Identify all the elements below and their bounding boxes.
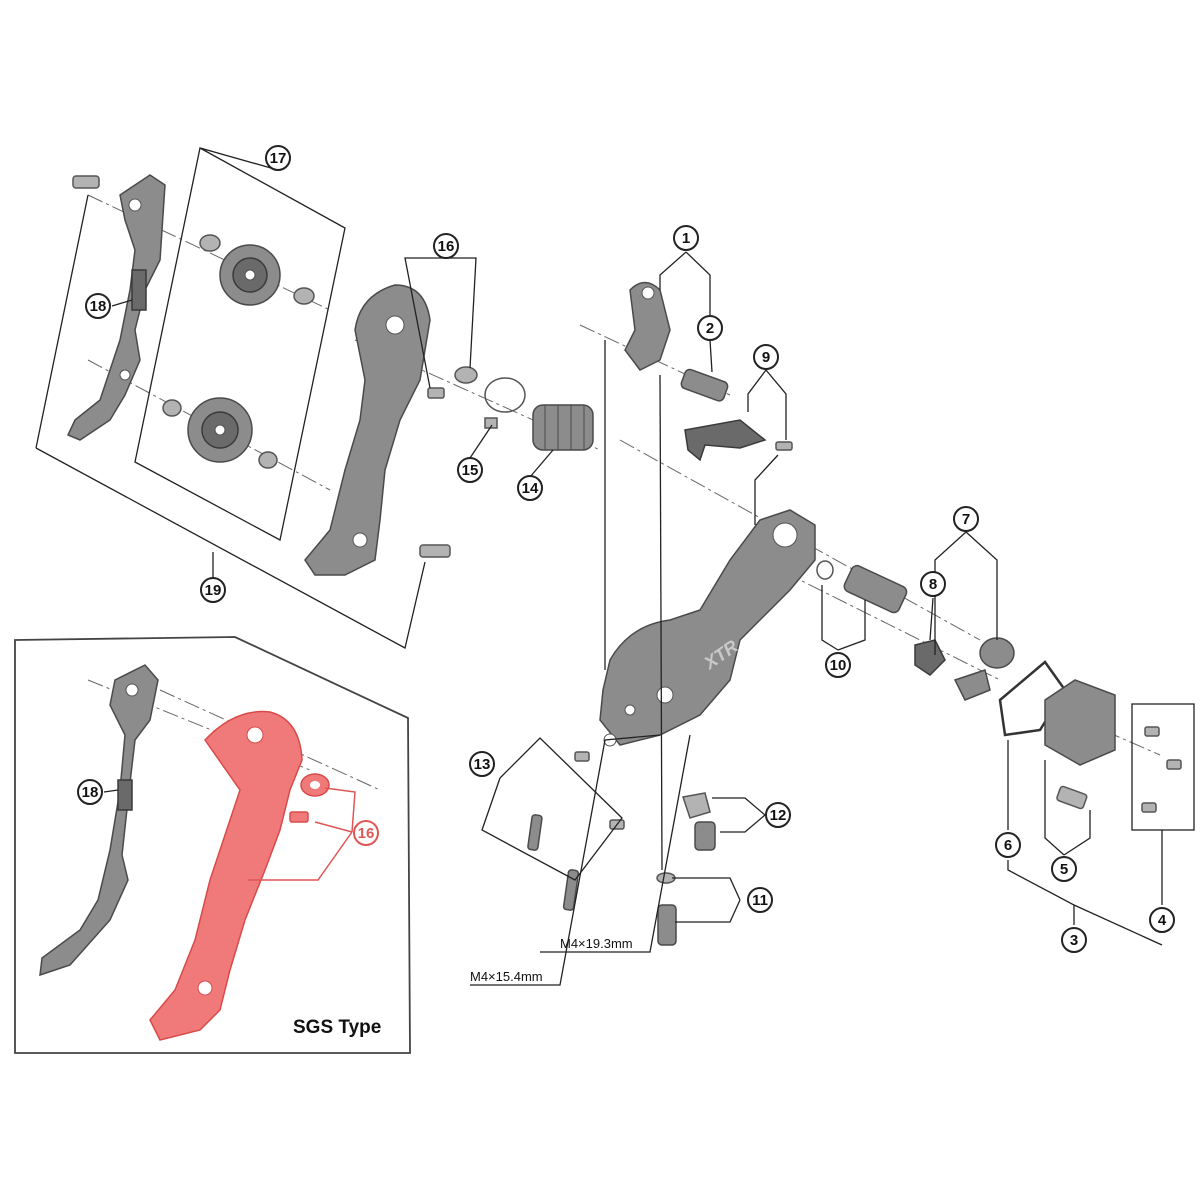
callout-13: 13 [469, 751, 495, 777]
callout-9: 9 [753, 344, 779, 370]
inset-inner-plate [39, 664, 159, 977]
o-ring-small [816, 560, 834, 580]
callout-17-label: 17 [270, 150, 287, 167]
callout-inset-16-label: 16 [358, 825, 375, 842]
callout-16: 16 [433, 233, 459, 259]
inset-leaders [103, 787, 356, 881]
cage-spring-stopper [454, 366, 526, 429]
callout-7-label: 7 [962, 511, 970, 528]
bolt-dimension-short: M4×15.4mm [470, 969, 543, 984]
bolt-dimension-long: M4×19.3mm [560, 936, 633, 951]
callout-16-label: 16 [438, 238, 455, 255]
cover-screws [1141, 726, 1182, 813]
callout-12: 12 [765, 802, 791, 828]
sgs-outer-plate [149, 710, 330, 1041]
callout-6: 6 [995, 832, 1021, 858]
callout-18: 18 [85, 293, 111, 319]
sgs-type-label: SGS Type [293, 1017, 381, 1038]
derailleur-main-body: XTR [599, 509, 816, 747]
callout-14-label: 14 [522, 480, 539, 497]
callout-19-label: 19 [205, 582, 222, 599]
callout-18-label: 18 [90, 298, 107, 315]
leader-lines [35, 147, 1195, 986]
clutch-mechanism [914, 637, 1015, 701]
callout-7: 7 [953, 506, 979, 532]
callout-12-label: 12 [770, 807, 787, 824]
b-tension-plate [684, 419, 767, 462]
callout-4: 4 [1149, 907, 1175, 933]
clutch-cover [1044, 679, 1116, 810]
tension-pulley [187, 397, 253, 463]
callout-10: 10 [825, 652, 851, 678]
callout-15: 15 [457, 457, 483, 483]
callout-15-label: 15 [462, 462, 479, 479]
adjust-bolt [680, 368, 729, 402]
callout-inset-18: 18 [77, 779, 103, 805]
callout-4-label: 4 [1158, 912, 1167, 929]
callout-3-label: 3 [1070, 932, 1078, 949]
callout-19: 19 [200, 577, 226, 603]
callout-13-label: 13 [474, 756, 491, 773]
callout-5-label: 5 [1060, 861, 1068, 878]
callout-6-label: 6 [1004, 837, 1012, 854]
guide-pulley [219, 244, 281, 306]
lower-bolts [527, 751, 716, 946]
cage-bolt-bottom [419, 544, 451, 558]
small-screw [775, 441, 793, 451]
callout-inset-18-label: 18 [82, 784, 99, 801]
outer-cage-plate [304, 284, 445, 576]
callout-inset-16: 16 [353, 820, 379, 846]
inner-cage-plate [66, 174, 166, 441]
callout-14: 14 [517, 475, 543, 501]
callout-1-label: 1 [682, 230, 690, 247]
callout-3: 3 [1061, 927, 1087, 953]
clutch-shaft [843, 564, 908, 614]
sgs-type-inset [14, 636, 411, 1054]
callout-2: 2 [697, 315, 723, 341]
callout-11-label: 11 [752, 892, 768, 909]
callout-2-label: 2 [706, 320, 714, 337]
tension-spring [532, 404, 594, 451]
callout-8-label: 8 [929, 576, 937, 593]
callout-10-label: 10 [830, 657, 847, 674]
cage-bolt-top [72, 175, 100, 189]
callout-8: 8 [920, 571, 946, 597]
callout-11: 11 [747, 887, 773, 913]
callout-1: 1 [673, 225, 699, 251]
bracket-axle-unit [624, 281, 671, 371]
pulley-washers [162, 234, 315, 469]
callout-5: 5 [1051, 856, 1077, 882]
callout-9-label: 9 [762, 349, 770, 366]
callout-17: 17 [265, 145, 291, 171]
